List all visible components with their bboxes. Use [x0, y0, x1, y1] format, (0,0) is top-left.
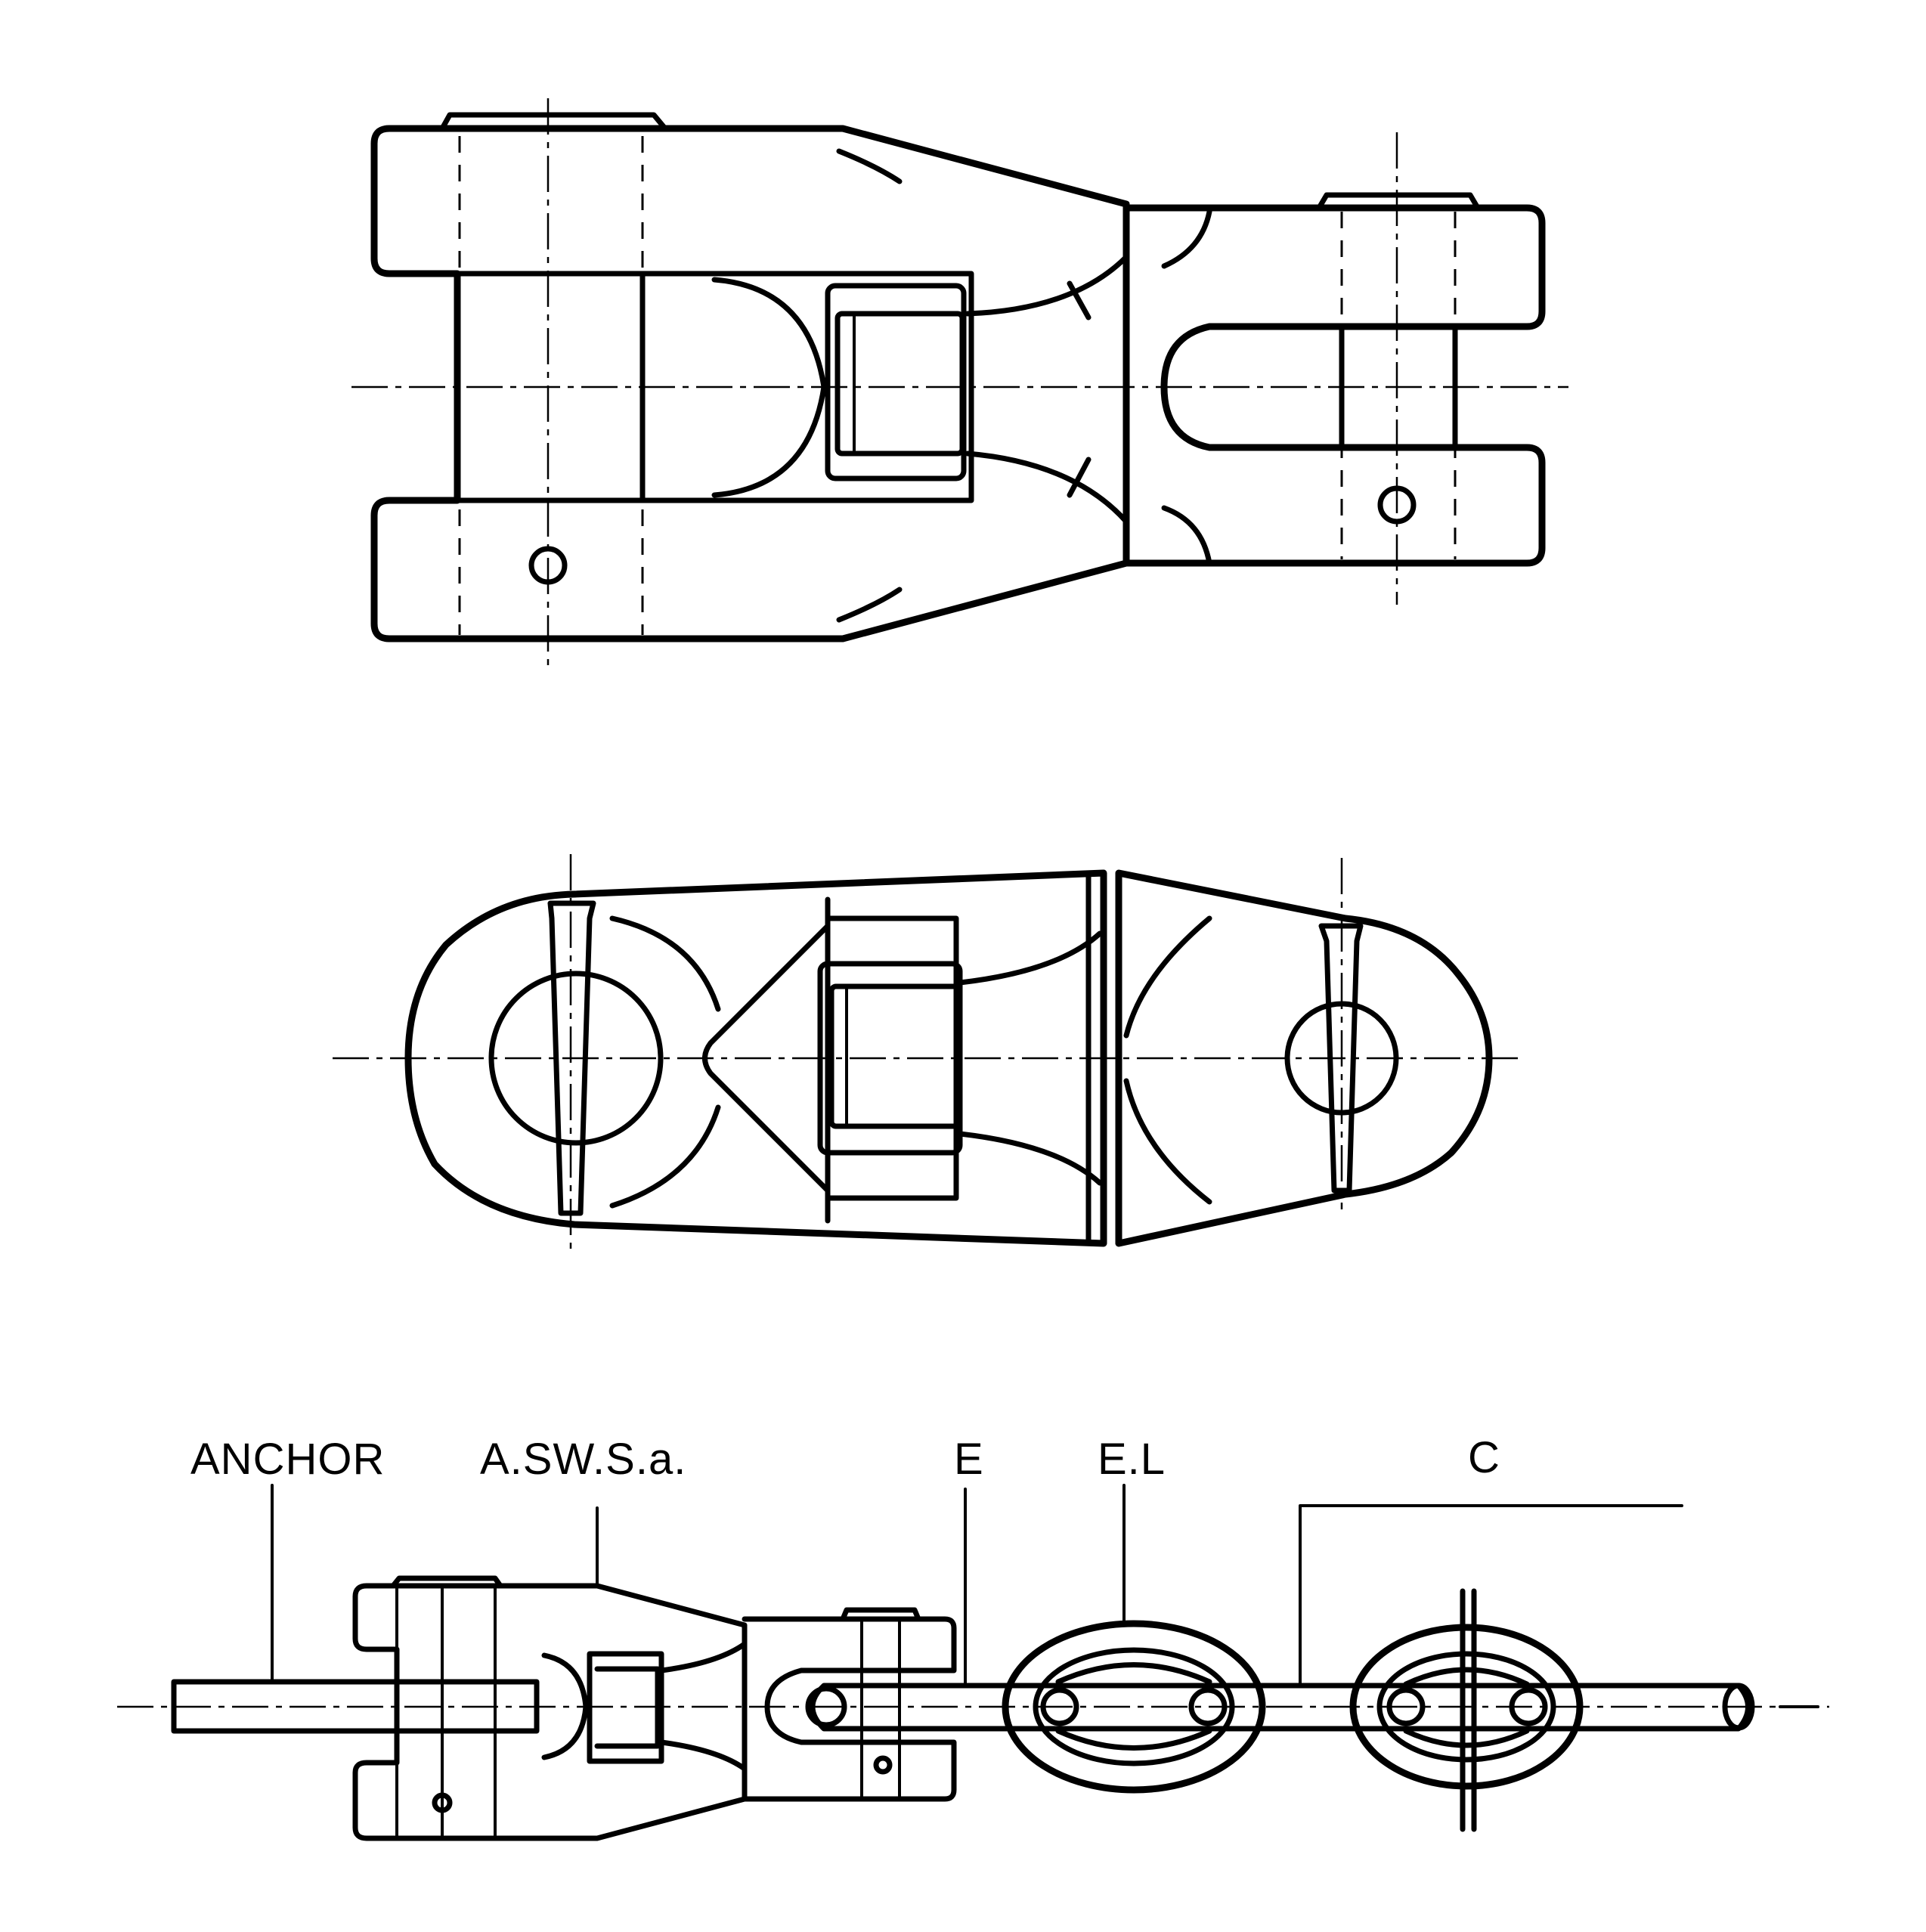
left-shade-arc-bottom — [609, 1104, 721, 1209]
chain-bar-end-left — [805, 1686, 847, 1728]
left-taper-pin — [547, 900, 596, 1216]
assembly-neck — [658, 1641, 748, 1772]
left-fork-top-cap — [439, 112, 668, 132]
common-link-stud — [1403, 1667, 1530, 1748]
assembly-eye — [541, 1652, 589, 1760]
label-c: C — [1468, 1433, 1500, 1482]
swivel-body-outline — [370, 125, 1130, 642]
label-e: E — [954, 1435, 984, 1484]
right-fork-top-cap — [1316, 192, 1481, 211]
right-shade-arc-top — [1123, 915, 1212, 1039]
enlarged-link-pin-right — [1188, 1687, 1228, 1726]
right-fork-outline — [1122, 204, 1546, 567]
enlarged-link-inner — [1033, 1647, 1235, 1766]
neck-top — [957, 930, 1103, 986]
right-fork-arc-bottom — [1161, 505, 1212, 566]
neck-tick-bottom — [1067, 457, 1092, 498]
swivel-nut-inner — [834, 311, 965, 457]
center-v-cavity — [702, 896, 831, 1224]
label-asws: A.SW.S.a. — [480, 1435, 686, 1484]
right-fork-arc-top — [1161, 209, 1212, 269]
assembly-nut — [587, 1651, 664, 1764]
body-shade-bottom — [836, 587, 903, 623]
end-fitting-cap — [840, 1607, 921, 1622]
left-body-outline — [404, 869, 1107, 1247]
leader-c — [1299, 1504, 1683, 1687]
label-el: E.L — [1098, 1435, 1166, 1484]
swivel-elevation-view — [333, 854, 1523, 1255]
neck-curve-bottom — [965, 450, 1129, 525]
assembly-view — [117, 1484, 1829, 1841]
assembly-pin-hole-left — [432, 1792, 453, 1813]
right-shade-arc-bottom — [1123, 1078, 1212, 1205]
assembly-swivel-body — [352, 1583, 748, 1841]
common-link-inner — [1376, 1651, 1556, 1763]
assembly-end-fitting — [742, 1616, 957, 1802]
common-link-pin-right — [1509, 1687, 1548, 1726]
enlarged-link-outer — [1002, 1620, 1266, 1794]
assembly-fork-cap — [390, 1575, 503, 1589]
neck-curve-top — [965, 254, 1129, 317]
right-taper-pin — [1318, 923, 1364, 1194]
swivel-plan-view — [351, 98, 1568, 665]
assembly-pin-hole-right — [873, 1755, 893, 1775]
common-link-outer — [1349, 1624, 1584, 1790]
enlarged-link-stud — [1055, 1662, 1212, 1751]
enlarged-link-pin-left — [1040, 1687, 1079, 1726]
left-shade-arc-top — [609, 915, 721, 1012]
body-shade-top — [836, 148, 903, 184]
neck-tick-top — [1067, 280, 1092, 320]
common-link-pin-left — [1386, 1687, 1426, 1726]
nut-inner — [828, 983, 963, 1129]
neck-bottom — [957, 1131, 1103, 1186]
chain-bar-end-right — [1722, 1683, 1755, 1731]
label-anchor: ANCHOR — [190, 1435, 385, 1484]
